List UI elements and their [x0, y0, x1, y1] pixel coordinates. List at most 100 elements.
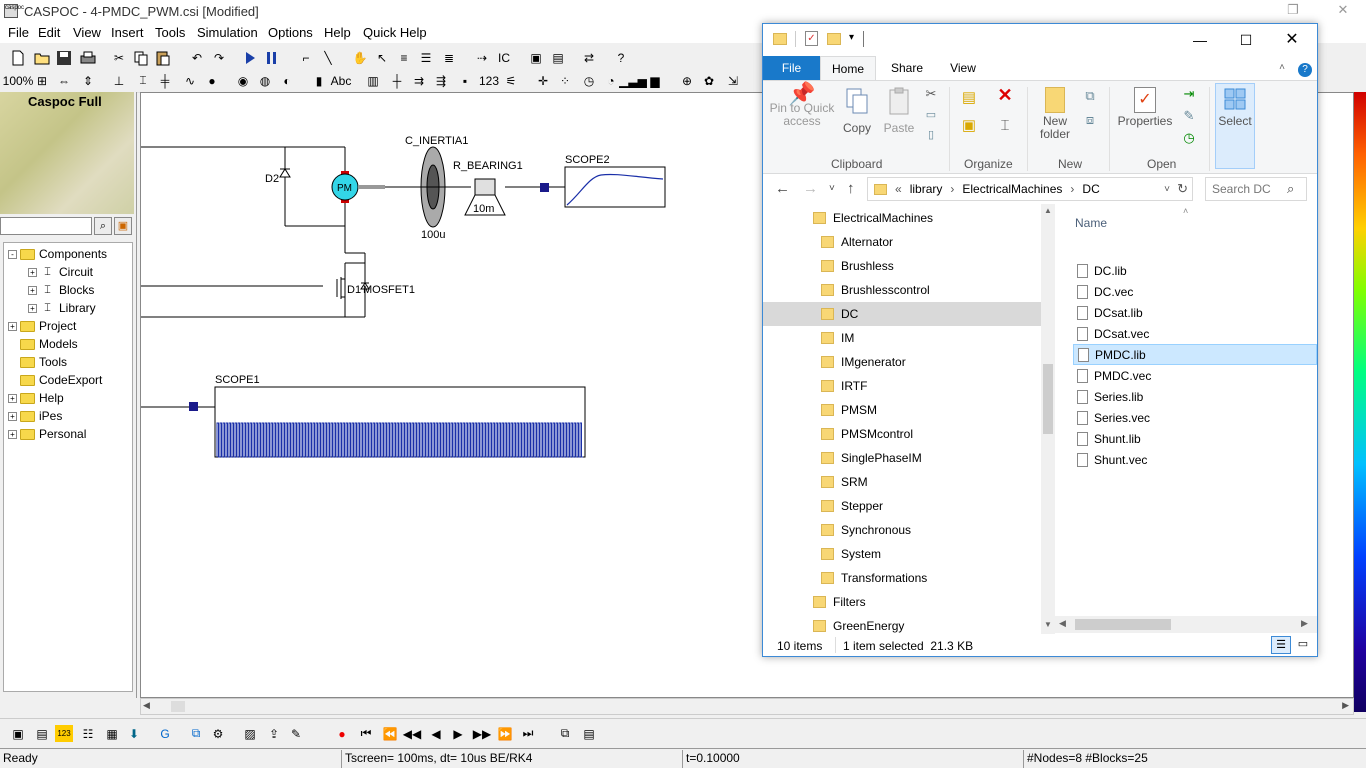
- refresh-icon[interactable]: ↻: [1177, 181, 1188, 196]
- fast-forward-icon[interactable]: ⏩: [497, 726, 513, 741]
- zoom-height-icon[interactable]: ⇕: [82, 73, 94, 88]
- large-icons-view-icon[interactable]: ▭: [1297, 638, 1309, 650]
- column-header-name[interactable]: Name: [1075, 216, 1108, 230]
- nav-item-brushlesscontrol[interactable]: Brushlesscontrol: [763, 278, 1041, 302]
- bars-icon[interactable]: ▁▃▅: [619, 73, 647, 88]
- tree-item-circuit[interactable]: +⌶Circuit: [28, 263, 93, 281]
- menu-help[interactable]: Help: [324, 25, 351, 40]
- properties-button[interactable]: ✓Properties: [1115, 87, 1175, 128]
- connect-icon[interactable]: ⇄: [583, 50, 595, 65]
- play-icon[interactable]: ▶: [453, 726, 463, 741]
- tool-icon[interactable]: ✎: [290, 726, 302, 741]
- run-icon[interactable]: [241, 49, 259, 66]
- machine-icon[interactable]: ◉: [237, 73, 249, 88]
- tab-file[interactable]: File: [763, 56, 820, 80]
- open-icon[interactable]: ⇥: [1183, 86, 1195, 101]
- tree-item-help[interactable]: +Help: [8, 389, 64, 407]
- chip-icon[interactable]: ▦: [106, 726, 118, 741]
- redo-icon[interactable]: ↷: [213, 50, 225, 65]
- zoom-width-icon[interactable]: ⇔: [58, 73, 70, 88]
- tab-share[interactable]: Share: [890, 61, 924, 75]
- counter-icon[interactable]: 123: [55, 725, 73, 742]
- ic-icon[interactable]: IC: [498, 50, 510, 65]
- nav-item-transformations[interactable]: Transformations: [763, 566, 1041, 590]
- machine2-icon[interactable]: ◍: [259, 73, 271, 88]
- new-folder-button[interactable]: New folder: [1033, 87, 1077, 141]
- link-icon[interactable]: ⧉: [191, 726, 201, 740]
- line-icon[interactable]: ╲: [324, 50, 332, 65]
- block-icon[interactable]: ▥: [367, 73, 379, 88]
- print-icon[interactable]: [79, 49, 97, 66]
- expand-icon[interactable]: +: [8, 411, 17, 421]
- arrow-in-icon[interactable]: ⇢: [476, 50, 488, 65]
- expand-icon[interactable]: [8, 340, 17, 349]
- nav-item-pmsm[interactable]: PMSM: [763, 398, 1041, 422]
- hand-icon[interactable]: ✋: [352, 50, 368, 65]
- tree-item-models[interactable]: Models: [8, 335, 78, 353]
- explorer-minimize-button[interactable]: —: [1193, 32, 1207, 48]
- nav-item-im[interactable]: IM: [763, 326, 1041, 350]
- copy-path-icon[interactable]: ▭: [925, 109, 937, 121]
- inductor-icon[interactable]: ∿: [184, 73, 196, 88]
- nav-item-filters[interactable]: Filters: [763, 590, 1041, 614]
- cut-icon[interactable]: ✂: [925, 86, 937, 101]
- rename-icon[interactable]: ⌶: [1000, 117, 1010, 134]
- close-button[interactable]: ✕: [1337, 2, 1349, 17]
- tree-item-components[interactable]: -Components: [8, 245, 107, 263]
- align-icon[interactable]: ≡: [400, 50, 408, 65]
- clock-icon[interactable]: ◷: [583, 73, 595, 88]
- file-item[interactable]: Series.vec: [1073, 407, 1317, 428]
- up-arrow-icon[interactable]: ↑: [847, 180, 855, 197]
- zoom-100-icon[interactable]: 100%: [2, 73, 34, 88]
- meter-icon[interactable]: ⚟: [505, 73, 517, 88]
- details-view-icon[interactable]: ☰: [1271, 636, 1291, 654]
- export-icon[interactable]: ⇲: [727, 73, 739, 88]
- paste-icon[interactable]: [154, 49, 172, 66]
- undo-icon[interactable]: ↶: [191, 50, 203, 65]
- expand-icon[interactable]: +: [28, 285, 37, 295]
- chip-icon[interactable]: ▤: [552, 50, 564, 65]
- crumb-electricalmachines[interactable]: ElectricalMachines: [962, 182, 1063, 196]
- node-icon[interactable]: ┼: [392, 73, 402, 88]
- wire-icon[interactable]: ⌐: [302, 50, 310, 65]
- properties-quick-icon[interactable]: ✓: [805, 31, 818, 46]
- nav-item-system[interactable]: System: [763, 542, 1041, 566]
- nav-item-irtf[interactable]: IRTF: [763, 374, 1041, 398]
- navigation-scrollbar[interactable]: ▲ ▼: [1041, 204, 1055, 634]
- expand-icon[interactable]: +: [28, 303, 37, 313]
- component-icon[interactable]: ▣: [530, 50, 542, 65]
- collapse-icon[interactable]: -: [8, 249, 17, 259]
- file-item[interactable]: DC.vec: [1073, 281, 1317, 302]
- file-item[interactable]: Shunt.lib: [1073, 428, 1317, 449]
- distribute-icon[interactable]: ☰: [420, 50, 432, 65]
- expand-icon[interactable]: ⊕: [681, 73, 693, 88]
- scope2-display[interactable]: [564, 166, 666, 208]
- paste-shortcut-icon[interactable]: ▯: [927, 129, 935, 141]
- canvas-horizontal-scrollbar[interactable]: ◀▶: [140, 698, 1354, 715]
- library-options-icon[interactable]: ▣: [114, 217, 132, 235]
- menu-insert[interactable]: Insert: [111, 25, 144, 40]
- easy-access-icon[interactable]: ⧈: [1085, 112, 1095, 127]
- table-icon[interactable]: ▤: [36, 726, 48, 741]
- capacitor-icon[interactable]: ╪: [160, 73, 170, 88]
- scope-icon[interactable]: ◔: [607, 73, 615, 88]
- tab-view[interactable]: View: [950, 61, 976, 75]
- explorer-close-button[interactable]: ✕: [1285, 31, 1299, 48]
- tree-item-tools[interactable]: Tools: [8, 353, 67, 371]
- last-icon[interactable]: ⏭: [522, 726, 534, 740]
- nav-item-srm[interactable]: SRM: [763, 470, 1041, 494]
- block-icon[interactable]: ▣: [12, 726, 24, 741]
- refresh-icon[interactable]: G: [160, 726, 170, 741]
- search-icon[interactable]: ⌕: [94, 217, 112, 235]
- chart-icon[interactable]: ▆: [650, 73, 660, 88]
- arrow-right-icon[interactable]: ⇉: [413, 73, 425, 88]
- record-icon[interactable]: ●: [338, 726, 346, 741]
- nav-scroll-thumb[interactable]: [1043, 364, 1053, 434]
- search-input[interactable]: Search DC: [1205, 177, 1307, 201]
- tree-item-ipes[interactable]: +iPes: [8, 407, 62, 425]
- tree-item-library[interactable]: +⌶Library: [28, 299, 96, 317]
- expand-icon[interactable]: +: [8, 321, 17, 331]
- palette-icon[interactable]: ✿: [703, 73, 715, 88]
- recent-locations-icon[interactable]: ˅: [829, 183, 835, 194]
- resistor-icon[interactable]: ⌶: [139, 73, 147, 87]
